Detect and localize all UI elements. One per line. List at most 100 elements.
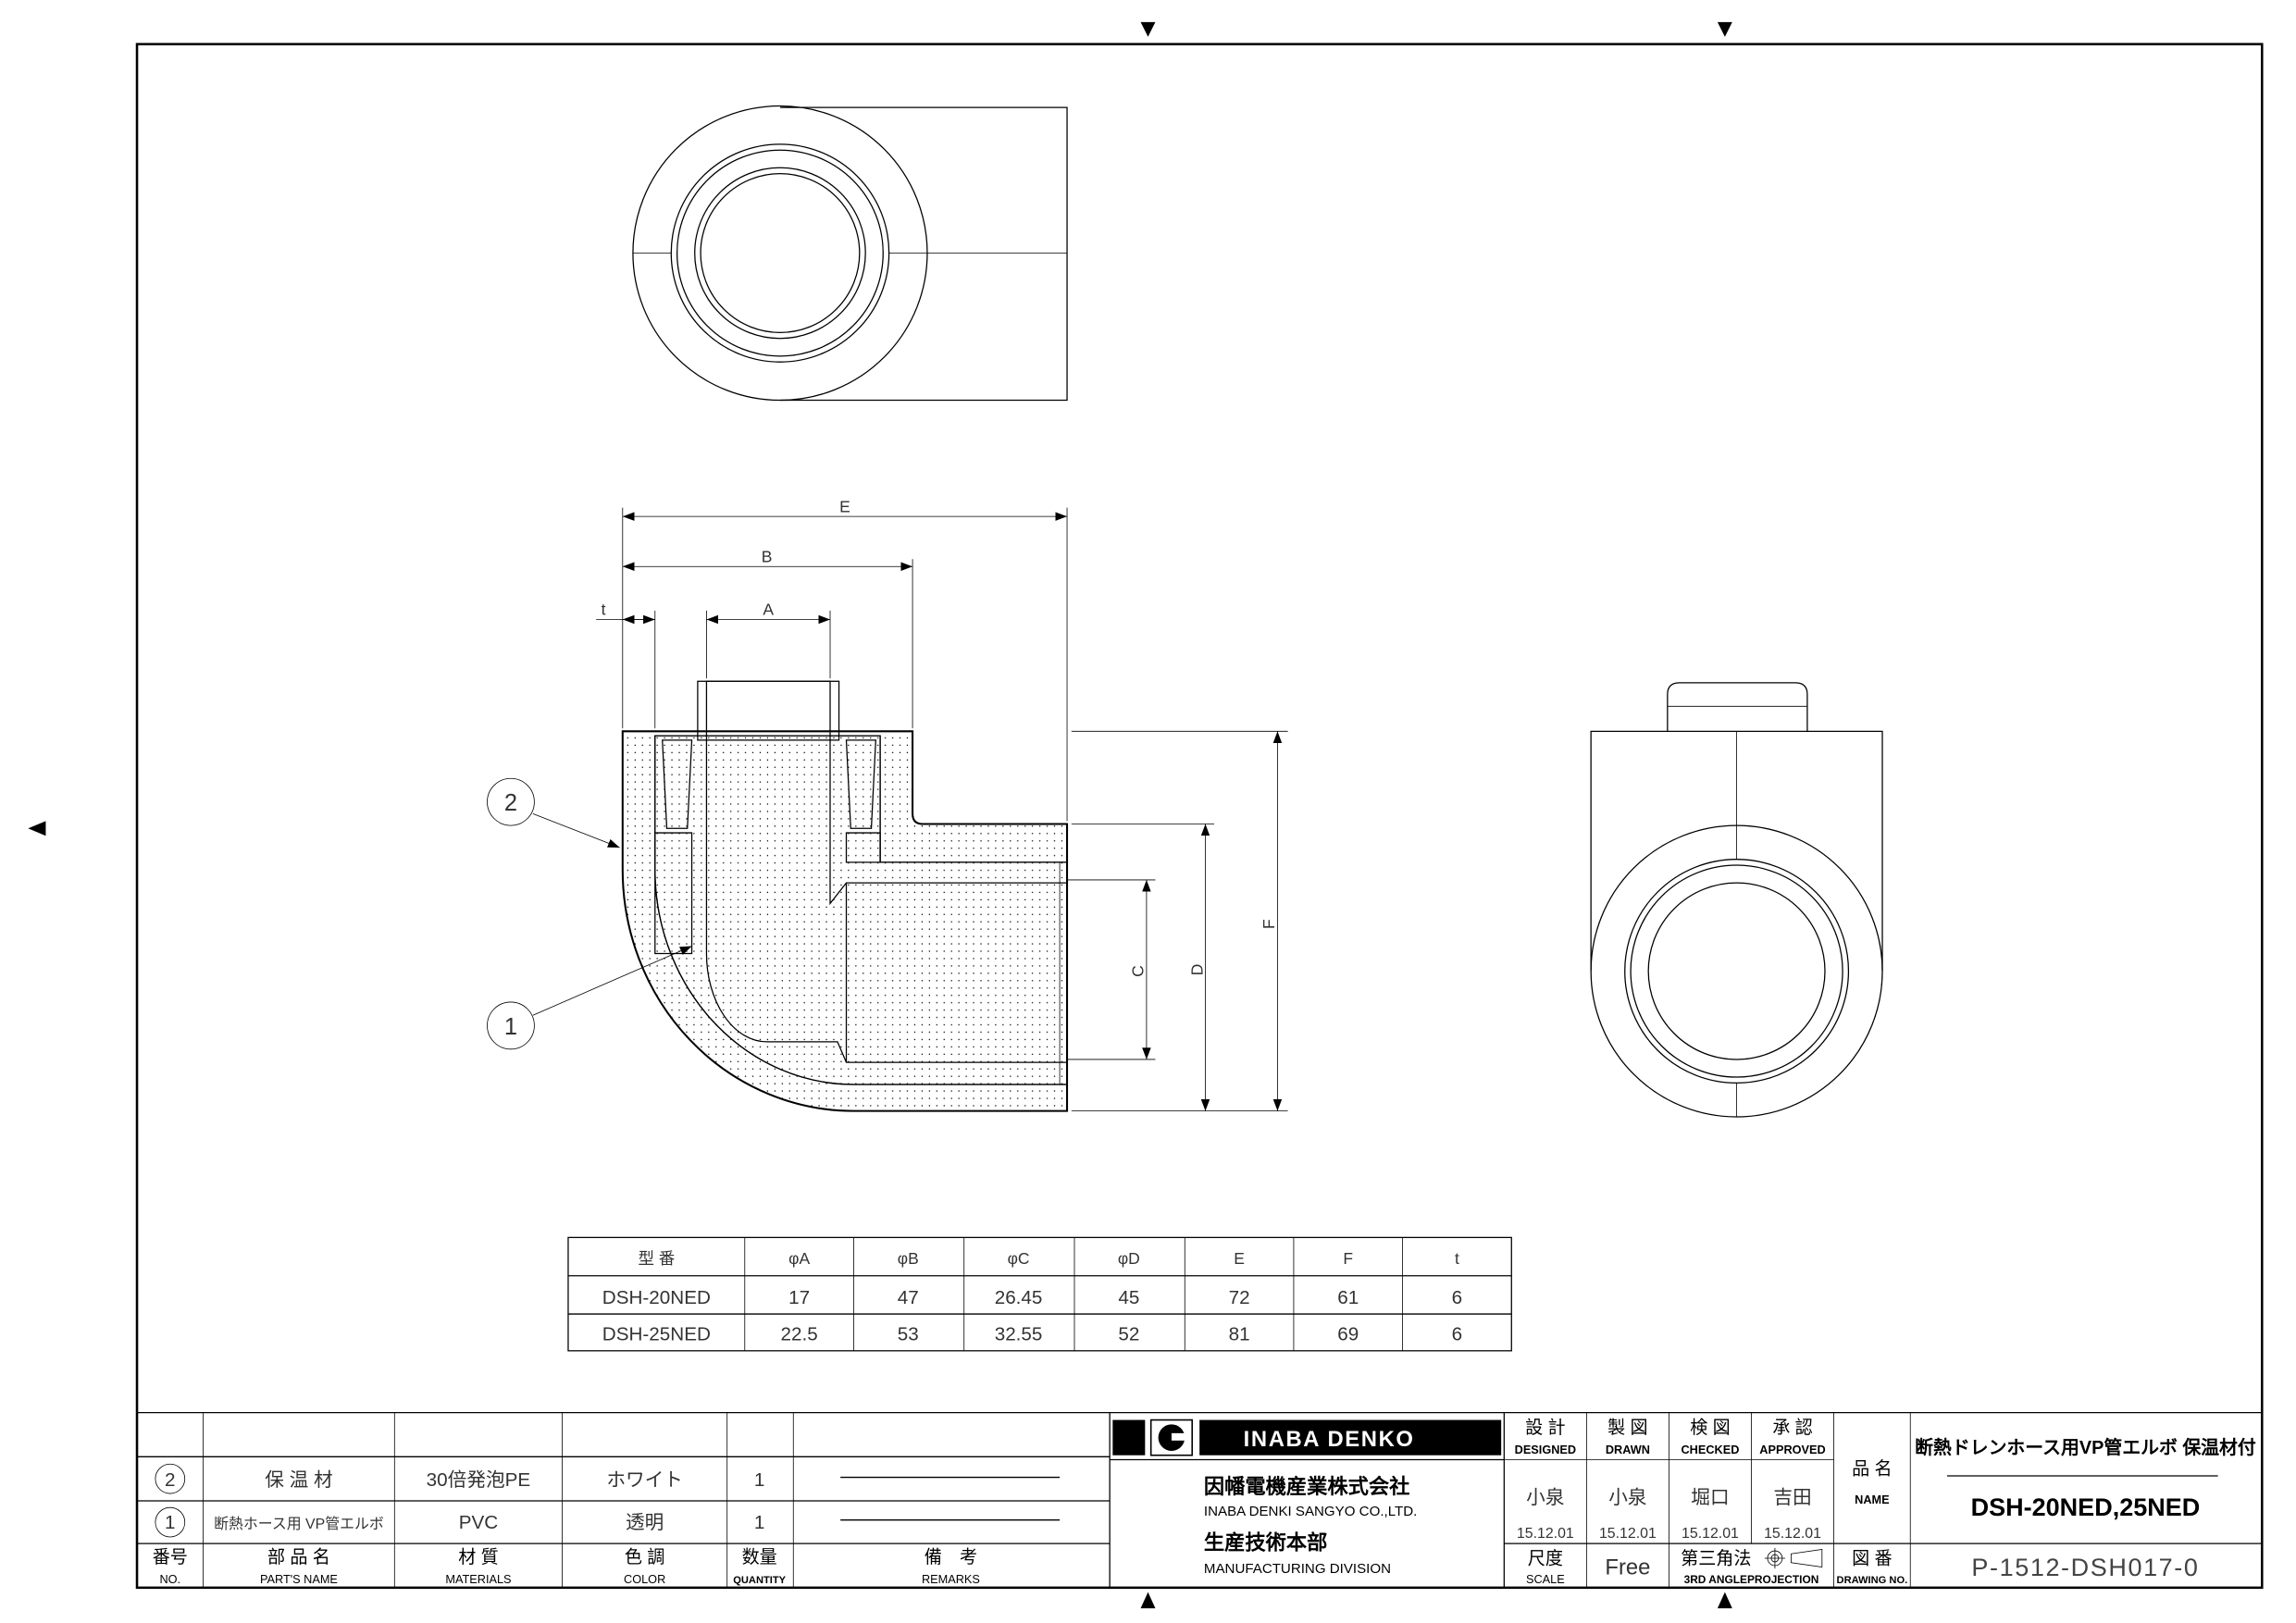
header-cell: φB <box>898 1249 919 1268</box>
svg-text:15.12.01: 15.12.01 <box>1764 1526 1821 1542</box>
scale-value: Free <box>1605 1555 1650 1580</box>
svg-text:備 考: 備 考 <box>925 1547 977 1567</box>
part-material: PVC <box>459 1512 499 1533</box>
svg-text:色 調: 色 調 <box>625 1547 664 1567</box>
table-cell: 32.55 <box>995 1324 1043 1345</box>
header-cell: 型 番 <box>638 1249 675 1268</box>
header-cell: t <box>1455 1249 1459 1268</box>
svg-text:小泉: 小泉 <box>1526 1487 1564 1508</box>
table-cell: 72 <box>1229 1287 1250 1308</box>
projection-jp: 第三角法 <box>1681 1548 1751 1568</box>
product-title: 断熱ドレンホース用VP管エルボ 保温材付 <box>1915 1437 2256 1458</box>
svg-text:PART'S NAME: PART'S NAME <box>260 1572 338 1586</box>
table-row: DSH-20NED 17 47 26.45 45 72 61 6 <box>602 1287 1462 1308</box>
dim-label-A: A <box>763 601 774 619</box>
part-qty: 1 <box>754 1512 765 1533</box>
center-marker-left-icon <box>28 821 46 836</box>
table-cell: 22.5 <box>781 1324 818 1345</box>
table-row: DSH-25NED 22.5 53 32.55 52 81 69 6 <box>602 1324 1462 1345</box>
signature-checked: 検 図 CHECKED 堀口 15.12.01 <box>1682 1418 1740 1542</box>
dim-label-B: B <box>762 547 773 565</box>
dim-label-D: D <box>1187 964 1206 976</box>
center-marker-bottom-icon <box>1140 1592 1156 1609</box>
center-marker-bottom-icon <box>1717 1592 1732 1609</box>
name-label-en: NAME <box>1855 1493 1889 1506</box>
header-cell: φC <box>1008 1249 1030 1268</box>
table-cell: 69 <box>1337 1324 1359 1345</box>
svg-text:15.12.01: 15.12.01 <box>1517 1526 1574 1542</box>
section-view: E B A t F D C 2 <box>487 497 1288 1112</box>
dim-label-F: F <box>1260 919 1278 929</box>
side-view <box>1590 682 1883 1118</box>
table-cell: 17 <box>788 1287 810 1308</box>
svg-text:材 質: 材 質 <box>458 1547 498 1567</box>
header-cell: φD <box>1118 1249 1140 1268</box>
svg-text:設 計: 設 計 <box>1525 1418 1565 1438</box>
svg-text:APPROVED: APPROVED <box>1759 1443 1825 1456</box>
parts-row: 1 断熱ホース用 VP管エルボ PVC 透明 1 <box>155 1506 1061 1538</box>
svg-text:製 図: 製 図 <box>1607 1418 1647 1438</box>
svg-text:DRAWN: DRAWN <box>1606 1443 1650 1456</box>
table-cell: DSH-20NED <box>602 1287 711 1308</box>
svg-text:承 認: 承 認 <box>1772 1418 1812 1438</box>
company-logo: INABA DENKO <box>1112 1419 1502 1456</box>
svg-text:1: 1 <box>504 1014 517 1040</box>
svg-text:CHECKED: CHECKED <box>1682 1443 1740 1456</box>
name-label-jp: 品 名 <box>1852 1458 1892 1479</box>
center-markers <box>28 21 1732 1609</box>
svg-text:吉田: 吉田 <box>1773 1487 1811 1508</box>
table-cell: 61 <box>1337 1287 1359 1308</box>
svg-text:小泉: 小泉 <box>1608 1487 1646 1508</box>
logo-text: INABA DENKO <box>1244 1427 1415 1452</box>
svg-text:部 品 名: 部 品 名 <box>267 1547 330 1567</box>
part-name: 保 温 材 <box>265 1469 332 1491</box>
signature-designed: 設 計 DESIGNED 小泉 15.12.01 <box>1515 1418 1576 1542</box>
svg-text:2: 2 <box>504 790 517 816</box>
drawing-no-label-en: DRAWING NO. <box>1837 1575 1908 1586</box>
table-cell: 6 <box>1452 1287 1463 1308</box>
table-cell: 26.45 <box>995 1287 1043 1308</box>
scale-label-jp: 尺度 <box>1528 1548 1563 1568</box>
svg-text:堀口: 堀口 <box>1691 1487 1729 1508</box>
center-marker-top-icon <box>1140 21 1156 37</box>
balloon-elbow: 1 <box>487 946 692 1050</box>
dim-label-E: E <box>839 497 850 515</box>
table-cell: 6 <box>1452 1324 1463 1345</box>
svg-text:番号: 番号 <box>153 1547 188 1567</box>
dimension-table-header: 型 番 φA φB φC φD E F t <box>638 1249 1459 1268</box>
parts-row: 2 保 温 材 30倍発泡PE ホワイト 1 <box>155 1463 1061 1494</box>
svg-text:MATERIALS: MATERIALS <box>445 1572 511 1586</box>
part-color: 透明 <box>626 1512 664 1533</box>
dim-label-C: C <box>1129 965 1148 977</box>
product-model: DSH-20NED,25NED <box>1971 1493 2201 1521</box>
dimensions: E B A t F D C <box>596 497 1288 1112</box>
elbow-pipe-part <box>654 735 1068 1085</box>
part-material: 30倍発泡PE <box>427 1469 531 1491</box>
drawing-frame <box>135 43 2264 1590</box>
division-jp: 生産技術本部 <box>1204 1530 1327 1554</box>
table-cell: 81 <box>1229 1324 1250 1345</box>
signature-approved: 承 認 APPROVED 吉田 15.12.01 <box>1759 1418 1825 1542</box>
table-cell: 47 <box>898 1287 919 1308</box>
svg-text:REMARKS: REMARKS <box>922 1572 980 1586</box>
table-cell: 45 <box>1118 1287 1139 1308</box>
table-cell: DSH-25NED <box>602 1324 711 1345</box>
svg-text:検 図: 検 図 <box>1690 1418 1730 1438</box>
table-cell: 52 <box>1118 1324 1139 1345</box>
svg-text:15.12.01: 15.12.01 <box>1682 1526 1739 1542</box>
part-no: 2 <box>165 1469 176 1491</box>
svg-text:QUANTITY: QUANTITY <box>733 1575 786 1586</box>
dimension-table: 型 番 φA φB φC φD E F t DSH-20NED 17 47 26… <box>567 1236 1512 1352</box>
part-no: 1 <box>165 1512 176 1533</box>
drawing-no-label-jp: 図 番 <box>1852 1548 1892 1568</box>
header-cell: F <box>1343 1249 1353 1268</box>
company-name-en: INABA DENKI SANGYO CO.,LTD. <box>1204 1504 1417 1519</box>
parts-list: 2 保 温 材 30倍発泡PE ホワイト 1 1 断熱ホース用 VP管エルボ P… <box>137 1411 2263 1588</box>
signature-drawn: 製 図 DRAWN 小泉 15.12.01 <box>1599 1418 1657 1542</box>
header-cell: E <box>1234 1249 1245 1268</box>
part-name: 断熱ホース用 VP管エルボ <box>214 1516 384 1532</box>
scale-label-en: SCALE <box>1526 1572 1565 1586</box>
header-cell: φA <box>788 1249 810 1268</box>
insulation-part <box>621 730 1069 1112</box>
